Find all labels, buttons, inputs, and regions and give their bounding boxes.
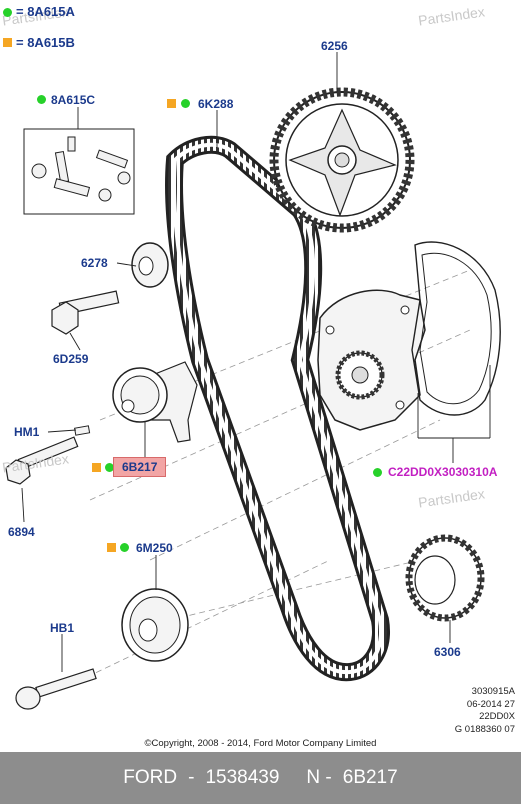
green-dot-icon	[37, 95, 46, 104]
part-label-6256[interactable]: 6256	[321, 39, 348, 53]
part-label-HM1[interactable]: HM1	[14, 425, 40, 439]
legend-item-label: = 8A615B	[16, 35, 75, 50]
part-label-C22DD0X3030310A[interactable]: C22DD0X3030310A	[388, 465, 498, 479]
idler-bolt	[51, 290, 120, 335]
part-label-HB1[interactable]: HB1	[50, 621, 75, 635]
orange-square-icon	[167, 99, 176, 108]
bolt-kit-box	[23, 128, 135, 215]
idler-pulley	[131, 242, 169, 288]
legend-item-label: = 8A615A	[16, 4, 75, 19]
reference-line: G 0188360 07	[454, 723, 515, 735]
orange-square-icon	[107, 543, 116, 552]
crankshaft-sprocket	[405, 534, 485, 622]
reference-block: 3030915A 06-2014 27 22DD0X G 0188360 07	[455, 686, 515, 736]
lower-bolt	[15, 668, 97, 710]
footer-part-number: 1538439	[205, 767, 280, 788]
copyright-text: ©Copyright, 2008 - 2014, Ford Motor Comp…	[144, 738, 377, 749]
footer-n-label: N -	[306, 767, 332, 788]
green-dot-icon	[3, 8, 12, 17]
leader-lines	[21, 52, 491, 672]
tensioner-bolt	[5, 436, 79, 485]
guide-lines	[59, 269, 471, 691]
part-label-6B217-highlighted[interactable]: 6B217	[113, 457, 167, 477]
reference-line: 22DD0X	[479, 711, 515, 722]
reference-line: 3030915A	[471, 686, 515, 697]
part-label-8A615C[interactable]: 8A615C	[51, 93, 96, 107]
camshaft-sprocket	[269, 87, 415, 233]
tensioner	[112, 361, 198, 443]
footer-n-value: 6B217	[342, 767, 398, 788]
idler-pulley-lower	[121, 588, 189, 662]
green-dot-icon	[120, 543, 129, 552]
gasket	[411, 241, 501, 416]
part-label-6D259[interactable]: 6D259	[53, 352, 89, 366]
footer-dash: -	[188, 767, 195, 788]
part-label-6894[interactable]: 6894	[8, 525, 35, 539]
reference-line: 06-2014 27	[466, 698, 515, 710]
part-label-6K288[interactable]: 6K288	[198, 97, 234, 111]
water-pump	[317, 289, 426, 431]
footer-bar: FORD - 1538439 N - 6B217	[0, 752, 521, 804]
part-label-6M250[interactable]: 6M250	[136, 541, 173, 555]
part-label-6306[interactable]: 6306	[434, 645, 461, 659]
orange-square-icon	[3, 38, 12, 47]
pin	[74, 425, 91, 436]
green-dot-icon	[181, 99, 190, 108]
timing-belt-diagram	[5, 52, 501, 710]
orange-square-icon	[92, 463, 101, 472]
green-dot-icon	[105, 463, 114, 472]
part-label-6278[interactable]: 6278	[81, 256, 108, 270]
green-dot-icon	[373, 468, 382, 477]
footer-brand: FORD	[123, 767, 178, 788]
